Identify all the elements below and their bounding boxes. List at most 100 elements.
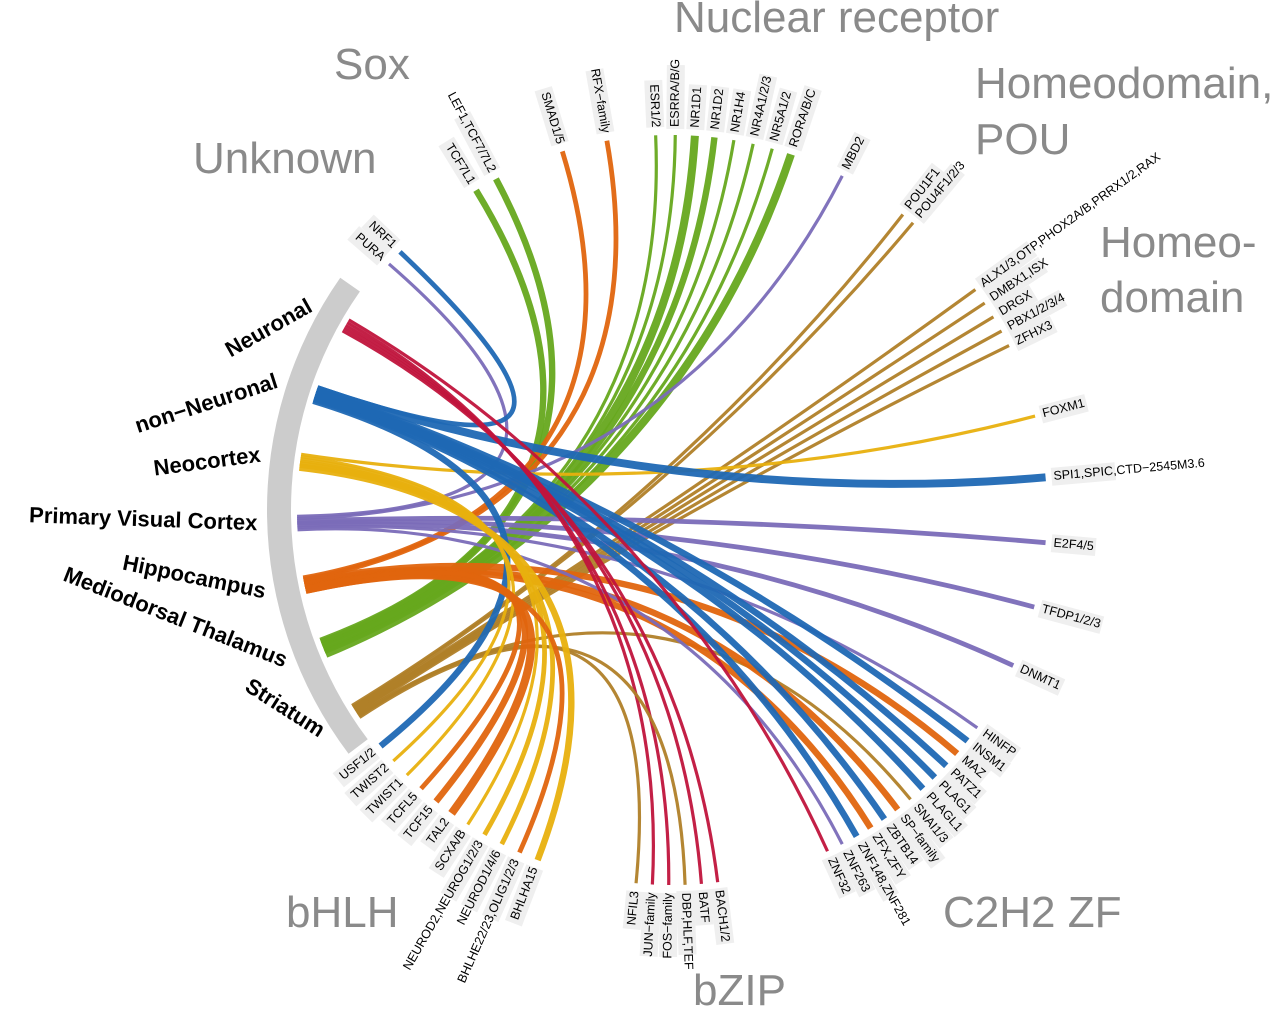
tf-label-background: [709, 887, 735, 945]
tf-label-fos-family: FOS−family: [659, 892, 678, 959]
tf-label-background: [932, 775, 977, 820]
tf-label-text: NR1D1: [688, 86, 704, 128]
tf-label-background: [676, 890, 697, 956]
tf-label-background: [504, 864, 544, 927]
tf-label-background: [955, 750, 991, 785]
tf-label-bach1-2: BACH1/2: [709, 887, 735, 945]
tf-label-background: [644, 79, 665, 128]
chords-layer: [297, 134, 1046, 885]
chord-primary-visual-cortex-hinfp: [297, 524, 979, 730]
family-labels-layer: Unknown Sox Nuclear receptor Homeodomain…: [193, 0, 1273, 1015]
tf-label-rfx-family: RFX−family: [585, 68, 615, 135]
tf-label-background: [1050, 534, 1097, 557]
tf-label-mbd2: MBD2: [836, 131, 871, 175]
family-label-homeodomain-line2: domain: [1100, 273, 1244, 322]
family-label-nuclear-receptor: Nuclear receptor: [674, 0, 999, 42]
tf-label-background: [974, 241, 1038, 294]
tf-label-background: [984, 256, 1049, 308]
tf-label-text: ESR1/2: [647, 84, 663, 128]
tf-label-foxm1: FOXM1: [1038, 394, 1089, 424]
tf-label-background: [332, 744, 381, 788]
tf-label-background: [440, 837, 489, 902]
tf-label-text: DNMT1: [1018, 662, 1063, 693]
tf-label-background: [910, 163, 965, 224]
family-label-sox: Sox: [334, 40, 410, 89]
region-label-primary-visual-cortex: Primary Visual Cortex: [29, 502, 259, 535]
tf-label-background: [461, 847, 507, 913]
tf-label-background: [397, 801, 438, 847]
tf-label-background: [1050, 462, 1117, 486]
tf-label-background: [347, 226, 389, 266]
tf-label-background: [344, 759, 394, 807]
tf-label-text: BATF: [696, 891, 712, 923]
chord-primary-visual-cortex-e2f4-5: [297, 515, 1046, 546]
family-label-homeodomain-line1: Homeo-: [1100, 218, 1257, 267]
chord-neocortex-bhlha15: [299, 464, 575, 862]
tf-label-background: [361, 214, 401, 253]
family-label-bzip: bZIP: [693, 966, 786, 1015]
family-label-homeodomain-pou-line2: POU: [975, 115, 1070, 164]
tf-label-background: [686, 84, 707, 131]
tf-label-text: JUN−family: [641, 891, 658, 957]
tf-label-background: [851, 837, 899, 902]
family-label-unknown: Unknown: [193, 134, 376, 183]
chord-hippocampus-bhlhe22-23-olig1-2-3: [305, 574, 565, 854]
tf-label-background: [639, 892, 661, 957]
tf-label-background: [481, 856, 525, 923]
tf-label-background: [1010, 315, 1058, 352]
tf-label-text: DBP,HLF,TEF: [679, 892, 696, 970]
tf-label-text: ESRRA/B/G: [668, 59, 683, 127]
tf-label-text: NR1D2: [708, 88, 727, 130]
tf-label-smad1-5: SMAD1/5: [534, 86, 569, 147]
chord-non-neuronal-spi1-spic-ctd-2545m3-6: [315, 385, 1046, 488]
family-label-bhlh: bHLH: [286, 888, 399, 937]
tf-label-background: [836, 131, 871, 175]
tf-label-background: [659, 892, 678, 958]
chord-neocortex-twist2: [300, 455, 511, 763]
tf-label-background: [692, 889, 714, 926]
tf-label-text: TFDP1/2/3: [1040, 602, 1102, 631]
chord-striatum-pou4f1-2-3: [351, 221, 915, 709]
chord-primary-visual-cortex-tfdp1-2-3: [297, 519, 1035, 610]
tf-label-background: [866, 828, 911, 885]
tf-label-nr1h4: NR1H4: [726, 88, 752, 136]
tf-label-text: BACH1/2: [712, 889, 732, 942]
chord-neuronal-znf32: [347, 318, 829, 852]
tf-label-text: FOS−family: [660, 892, 675, 959]
region-label-non-neuronal: non−Neuronal: [132, 368, 281, 438]
chord-neuronal-batf: [343, 326, 704, 884]
tf-label-background: [784, 85, 822, 152]
tf-label-spi1-spic-ctd-2545m3-6: SPI1,SPIC,CTD−2545M3.6: [1050, 456, 1205, 486]
tf-label-background: [894, 808, 946, 869]
tf-label-background: [359, 774, 408, 823]
tf-label-background: [622, 890, 645, 931]
tf-label-dbp-hlf-tef: DBP,HLF,TEF: [676, 890, 697, 970]
tf-label-text: SMAD1/5: [538, 90, 567, 145]
tf-label-esr1-2: ESR1/2: [644, 79, 665, 128]
family-label-c2h2-zf: C2H2 ZF: [943, 888, 1121, 937]
tf-label-background: [438, 136, 480, 189]
tf-label-background: [1037, 599, 1105, 634]
tf-label-background: [428, 826, 471, 878]
tf-label-background: [1014, 659, 1066, 696]
tf-label-e2f4-5: E2F4/5: [1050, 534, 1097, 557]
tf-label-background: [907, 798, 954, 849]
tf-label-background: [765, 87, 798, 146]
tf-label-nfil3: NFIL3: [622, 890, 645, 931]
chord-striatum-dbp-hlf-tef: [358, 645, 687, 885]
tf-label-background: [993, 285, 1039, 322]
tf-label-nr1d2: NR1D2: [706, 85, 730, 133]
tf-label-dnmt1: DNMT1: [1014, 659, 1066, 696]
family-label-homeodomain-pou-line1: Homeodomain,: [975, 59, 1273, 108]
tf-label-background: [585, 68, 615, 135]
tf-label-esrra-b-g: ESRRA/B/G: [666, 59, 685, 130]
tf-label-background: [880, 818, 924, 871]
tf-label-text: SPI1,SPIC,CTD−2545M3.6: [1053, 456, 1205, 483]
chord-mediodorsal-thalamus-rora-b-c: [324, 153, 795, 658]
tf-label-background: [976, 723, 1022, 763]
chord-neuronal-fos-family: [344, 323, 671, 885]
tf-label-jun-family: JUN−family: [639, 891, 661, 957]
tf-label-background: [920, 787, 968, 838]
tf-label-background: [380, 788, 423, 833]
